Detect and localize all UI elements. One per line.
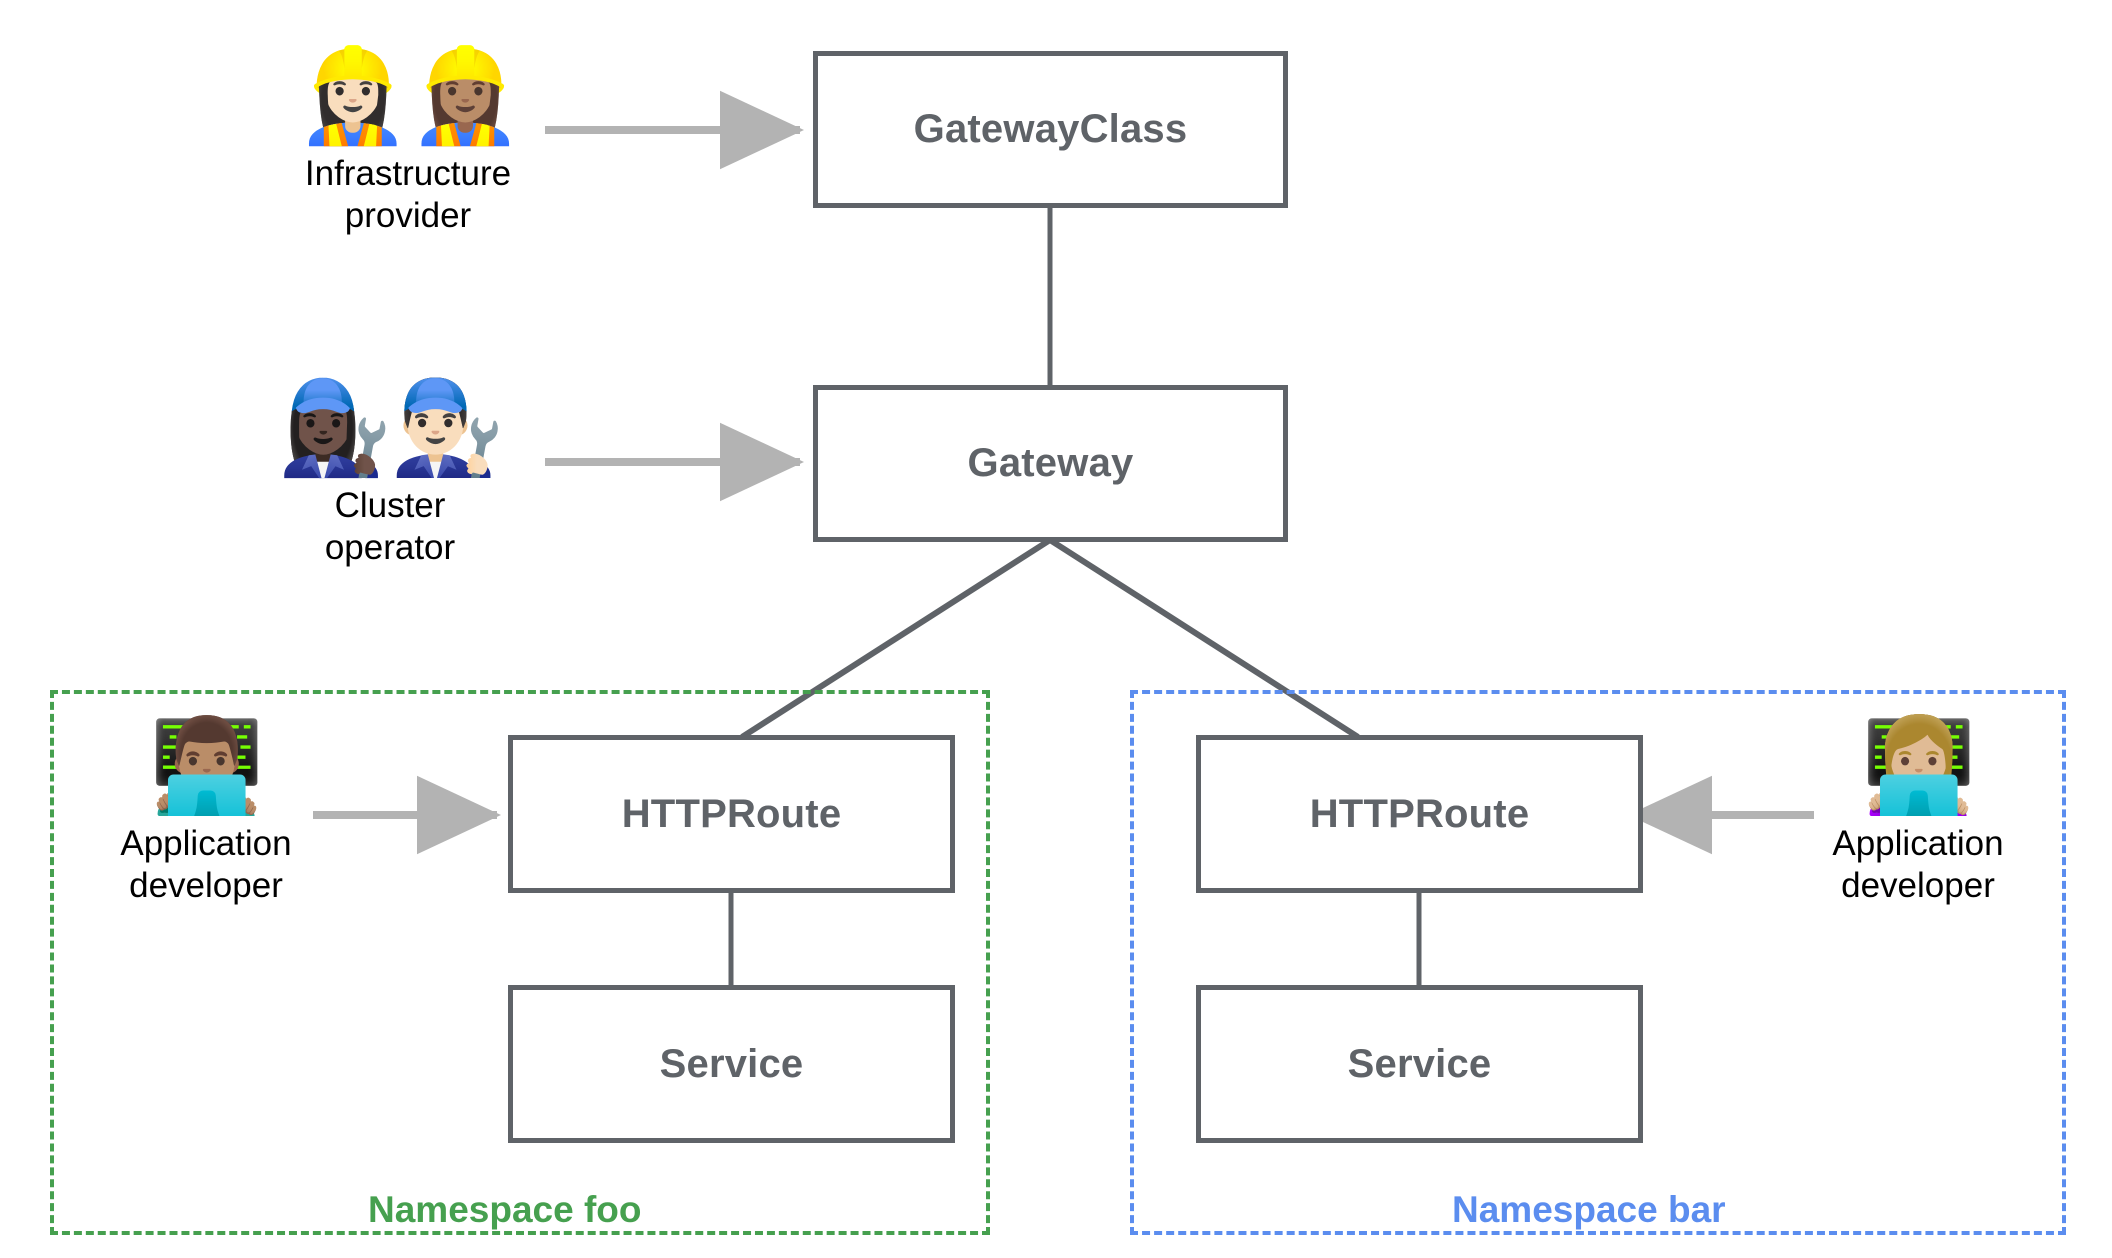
persona-cluster-operator-caption: Cluster operator [324, 485, 456, 568]
httproute-bar-box[interactable]: HTTPRoute [1196, 735, 1643, 893]
gatewayclass-box[interactable]: GatewayClass [813, 51, 1288, 208]
httproute-foo-box[interactable]: HTTPRoute [508, 735, 955, 893]
mechanic-icons: 👩🏿‍🔧👨🏻‍🔧 [277, 377, 504, 479]
persona-application-developer-foo: 👨🏽‍💻 Application developer [88, 718, 324, 908]
persona-infrastructure-provider-caption: Infrastructure provider [304, 153, 512, 236]
persona-infrastructure-provider: 👷🏻‍♀️👷🏽‍♀️ Infrastructure provider [268, 48, 548, 238]
gateway-box[interactable]: Gateway [813, 385, 1288, 542]
namespace-bar-container [1130, 690, 2066, 1235]
namespace-bar-label: Namespace bar [1452, 1189, 1726, 1230]
service-bar-label: Service [1347, 1041, 1492, 1086]
persona-application-developer-bar-caption: Application developer [1832, 823, 2004, 906]
service-foo-label: Service [659, 1041, 804, 1086]
gateway-label: Gateway [967, 441, 1134, 485]
gatewayclass-label: GatewayClass [913, 107, 1188, 151]
persona-cluster-operator: 👩🏿‍🔧👨🏻‍🔧 Cluster operator [250, 380, 530, 570]
httproute-bar-label: HTTPRoute [1309, 791, 1530, 836]
namespace-foo-label: Namespace foo [368, 1189, 642, 1230]
service-bar-box[interactable]: Service [1196, 985, 1643, 1143]
httproute-foo-label: HTTPRoute [621, 791, 842, 836]
technologist-woman-icon: 👩🏼‍💻 [1861, 715, 1977, 817]
persona-application-developer-bar: 👩🏼‍💻 Application developer [1800, 718, 2036, 908]
construction-worker-icons: 👷🏻‍♀️👷🏽‍♀️ [295, 45, 522, 147]
technologist-man-icon: 👨🏽‍💻 [149, 715, 265, 817]
service-foo-box[interactable]: Service [508, 985, 955, 1143]
namespace-foo-container [50, 690, 990, 1235]
persona-application-developer-foo-caption: Application developer [120, 823, 292, 906]
